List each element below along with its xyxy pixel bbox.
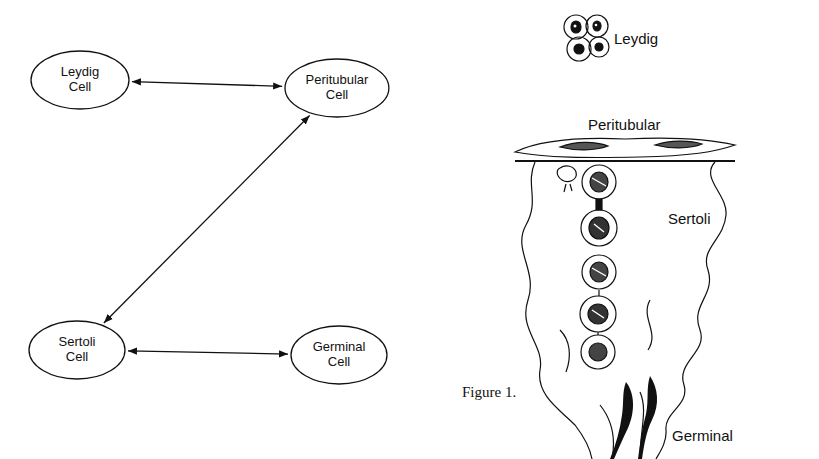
cell-label: Peritubular Cell <box>306 73 369 103</box>
cell-name: Peritubular Cell <box>306 73 369 103</box>
part-label: Peritubular <box>588 117 661 134</box>
peritubular-layer <box>515 138 735 161</box>
double-arrow <box>128 351 288 354</box>
sperm-cells <box>610 376 657 459</box>
cell-name: Leydig Cell <box>61 65 99 95</box>
leydig-cells <box>564 15 609 61</box>
cell-ellipse: Germinal Cell <box>290 325 388 385</box>
double-arrow <box>104 116 310 323</box>
cell-ellipse: Peritubular Cell <box>284 58 390 118</box>
cell-label: Leydig Cell <box>61 65 99 95</box>
ellipse-shape <box>291 326 387 384</box>
cell-ellipse: Sertoli Cell <box>28 320 126 380</box>
sertoli-cell <box>522 162 726 459</box>
cell-ellipse: Leydig Cell <box>30 50 130 110</box>
part-label: Sertoli <box>668 211 711 228</box>
double-arrow <box>132 82 282 87</box>
ellipse-shape <box>31 51 129 109</box>
cell-label: Sertoli Cell <box>59 335 96 365</box>
cell-name: Germinal Cell <box>313 340 366 370</box>
ellipse-shape <box>29 321 125 379</box>
ellipse-shape <box>285 59 389 117</box>
spermatid <box>557 166 576 192</box>
cell-name: Sertoli Cell <box>59 335 96 365</box>
part-label: Leydig <box>614 31 658 48</box>
figure-caption: Figure 1. <box>462 384 516 401</box>
germinal-cells <box>580 165 617 369</box>
cell-label: Germinal Cell <box>313 340 366 370</box>
part-label: Germinal <box>672 428 733 445</box>
